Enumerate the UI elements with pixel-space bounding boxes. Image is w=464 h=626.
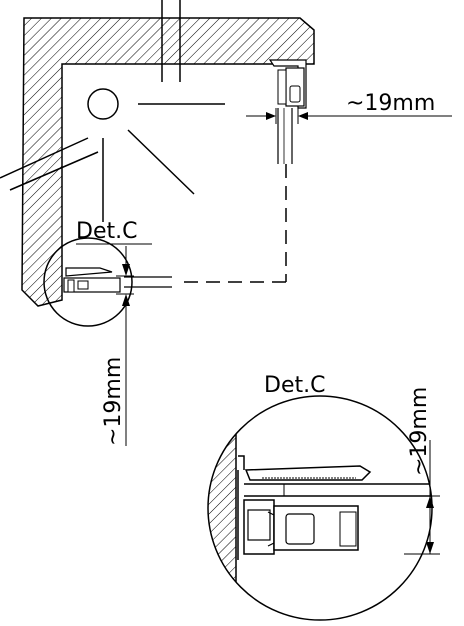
shower-drain (87, 88, 225, 222)
dim-right-top: ~19mm (346, 91, 435, 116)
detail-zoom (207, 395, 440, 621)
door-dashed-outline (176, 164, 287, 283)
dim-zoom-vertical: ~19mm (407, 387, 432, 476)
right-profile (246, 59, 336, 164)
detail-label-zoom: Det.C (264, 373, 325, 398)
dim-left-vertical: ~19mm (101, 357, 126, 446)
detail-circle-small (43, 237, 133, 327)
left-profile (63, 246, 172, 446)
wall-section (21, 17, 315, 307)
ceiling-pipe (161, 0, 181, 82)
detail-label-top: Det.C (76, 219, 137, 244)
diagonal-pipe (0, 137, 99, 191)
